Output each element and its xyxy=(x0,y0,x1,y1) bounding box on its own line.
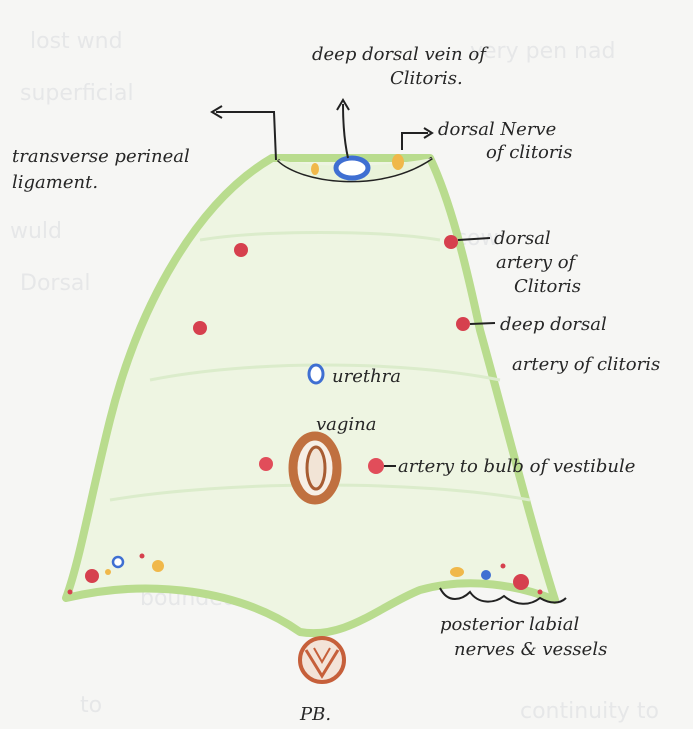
svg-text:wuld: wuld xyxy=(10,219,62,244)
label-dorsal-nerve-2: of clitoris xyxy=(486,142,572,163)
svg-text:very pen nad: very pen nad xyxy=(470,39,615,64)
label-deep-dorsal-vein-1: deep dorsal vein of xyxy=(312,44,489,65)
label-urethra: urethra xyxy=(332,366,401,387)
urethra xyxy=(309,365,323,383)
label-vagina: vagina xyxy=(316,414,377,435)
artery-dot xyxy=(234,243,248,257)
dorsal-nerve-right xyxy=(392,154,404,170)
artery-dot xyxy=(68,590,73,595)
artery-dot xyxy=(501,564,506,569)
svg-text:lost wnd: lost wnd xyxy=(30,29,123,54)
artery-dot xyxy=(513,574,529,590)
label-transverse-2: ligament. xyxy=(12,172,98,193)
artery-dot xyxy=(140,554,145,559)
svg-text:Dorsal: Dorsal xyxy=(20,271,91,296)
label-dorsal-artery-3: Clitoris xyxy=(514,276,581,297)
bulb-artery-left xyxy=(259,457,273,471)
artery-dot xyxy=(538,590,543,595)
nerve-dot xyxy=(105,569,111,575)
label-deep-artery-2: artery of clitoris xyxy=(512,354,660,375)
artery-dot xyxy=(85,569,99,583)
perineal-body xyxy=(300,638,344,682)
label-deep-artery-1: deep dorsal xyxy=(500,314,607,335)
vein-dot xyxy=(481,570,491,580)
deep-dorsal-vein xyxy=(336,158,368,178)
dorsal-nerve-left xyxy=(311,163,319,175)
svg-text:continuity to: continuity to xyxy=(520,699,659,724)
label-dorsal-artery-2: artery of xyxy=(496,252,579,273)
svg-text:superficial: superficial xyxy=(20,81,134,106)
deep-artery-right xyxy=(456,317,470,331)
label-posterior-1: posterior labial xyxy=(440,614,580,635)
vagina-lumen xyxy=(307,447,325,489)
label-pb: PB. xyxy=(299,704,331,725)
label-transverse-1: transverse perineal xyxy=(12,146,190,167)
vein-dot xyxy=(113,557,123,567)
label-deep-dorsal-vein-2: Clitoris. xyxy=(390,68,463,89)
label-posterior-2: nerves & vessels xyxy=(454,639,607,660)
svg-text:to: to xyxy=(80,693,102,718)
label-dorsal-artery-1: dorsal xyxy=(494,228,551,249)
dorsal-artery-right xyxy=(444,235,458,249)
nerve-dot xyxy=(450,567,464,577)
bulb-artery-right xyxy=(368,458,384,474)
nerve-dot xyxy=(152,560,164,572)
label-dorsal-nerve-1: dorsal Nerve xyxy=(438,119,556,140)
label-artery-bulb: artery to bulb of vestibule xyxy=(398,456,635,477)
artery-dot xyxy=(193,321,207,335)
